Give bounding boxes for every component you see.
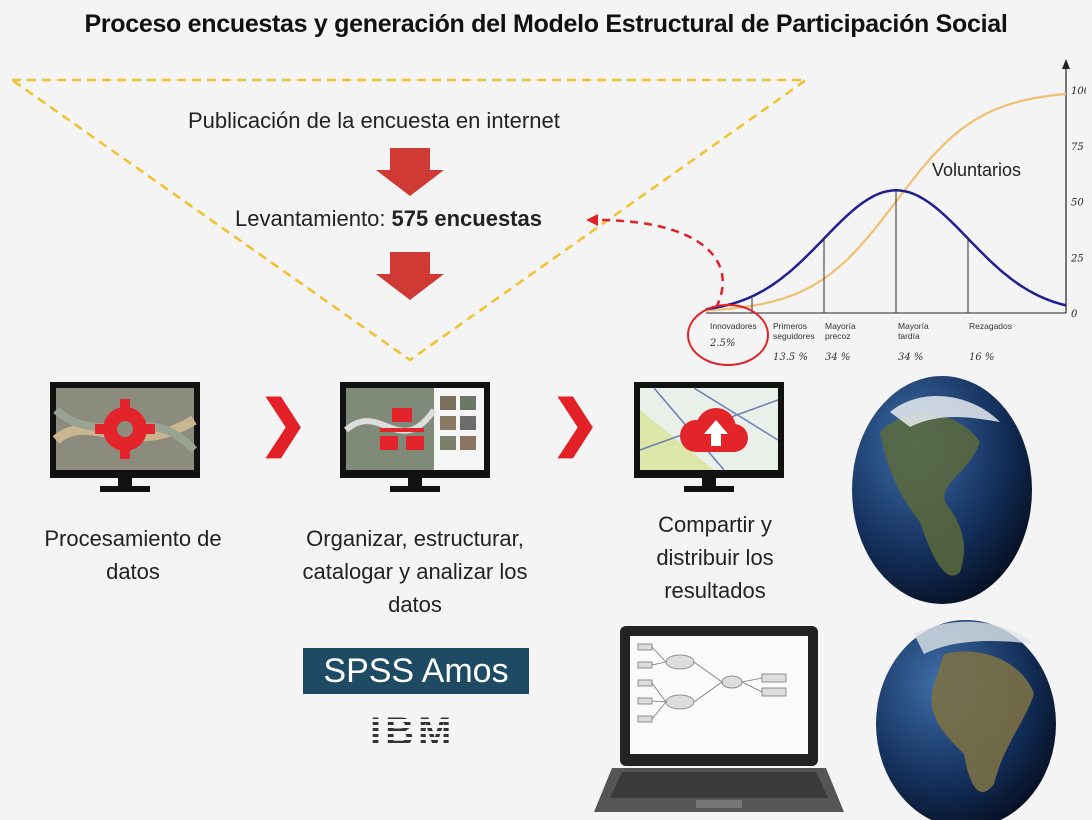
laptop-icon (594, 626, 844, 812)
page-title: Proceso encuestas y generación del Model… (84, 10, 1008, 38)
chart-category-label: precoz (825, 331, 851, 341)
chart-category-label: Mayoría (825, 321, 856, 331)
down-arrow-1 (376, 148, 444, 196)
chart-category-label: Mayoría (898, 321, 929, 331)
chart-category-label: Primeros (773, 321, 807, 331)
chart-y-tick-label: 0 (1071, 309, 1078, 320)
survey-count: 575 encuestas (391, 206, 542, 231)
link-arrowhead (586, 214, 598, 226)
chart-category-label: seguidores (773, 331, 815, 341)
spss-amos-logo: SPSS Amos (303, 648, 529, 694)
chevron-right-icon: ❯ (258, 389, 309, 456)
step-label-organizing: Organizar, estructurar, catalogar y anal… (302, 526, 528, 617)
chevron-right-icon: ❯ (550, 389, 601, 456)
globe-africa-icon (876, 620, 1056, 820)
ibm-logo: IBM (370, 710, 456, 754)
chart-annotation: Voluntarios (932, 160, 1021, 180)
adoption-chart: 0 25 50 75 100VoluntariosInnovadores 2.5% Prim… (687, 59, 1086, 366)
down-arrow-2 (376, 252, 444, 300)
monitor-organizing (340, 382, 490, 492)
chart-category-label: Innovadores (710, 321, 757, 331)
chart-y-tick-label: 50 (1071, 198, 1084, 209)
globe-americas-icon (852, 376, 1032, 604)
chart-y-axis-arrow (1062, 59, 1070, 69)
dashed-link-arrow (595, 218, 724, 309)
cloud-upload-icon (680, 408, 748, 452)
chart-category-pct: 34 % (825, 352, 850, 363)
funnel-step-survey: Levantamiento: 575 encuestas (235, 206, 542, 231)
path-diagram (637, 643, 787, 723)
chart-series-cumulative (705, 92, 1067, 312)
chart-category-pct: 16 % (969, 352, 994, 363)
funnel-diagram (8, 78, 810, 362)
monitor-processing (50, 382, 200, 492)
hierarchy-icon (380, 408, 424, 450)
chart-y-tick-label: 25 (1070, 253, 1084, 264)
chart-category-pct: 34 % (898, 352, 923, 363)
chart-category-label: tardía (898, 331, 920, 341)
funnel-step-publication: Publicación de la encuesta en internet (188, 108, 560, 133)
chart-category-pct: 13.5 % (773, 352, 808, 363)
chart-series-bell (705, 189, 1067, 311)
step-label-processing: Procesamiento de datos (44, 526, 222, 584)
monitor-sharing (634, 382, 784, 492)
gear-icon (95, 399, 155, 459)
chart-y-tick-label: 75 (1071, 142, 1084, 153)
chart-category-pct: 2.5% (709, 338, 735, 349)
chart-y-tick-label: 100 (1071, 86, 1086, 97)
chart-highlight-circle (687, 304, 769, 366)
chart-category-label: Rezagados (969, 321, 1012, 331)
step-label-sharing: Compartir y distribuir los resultados (656, 512, 774, 603)
